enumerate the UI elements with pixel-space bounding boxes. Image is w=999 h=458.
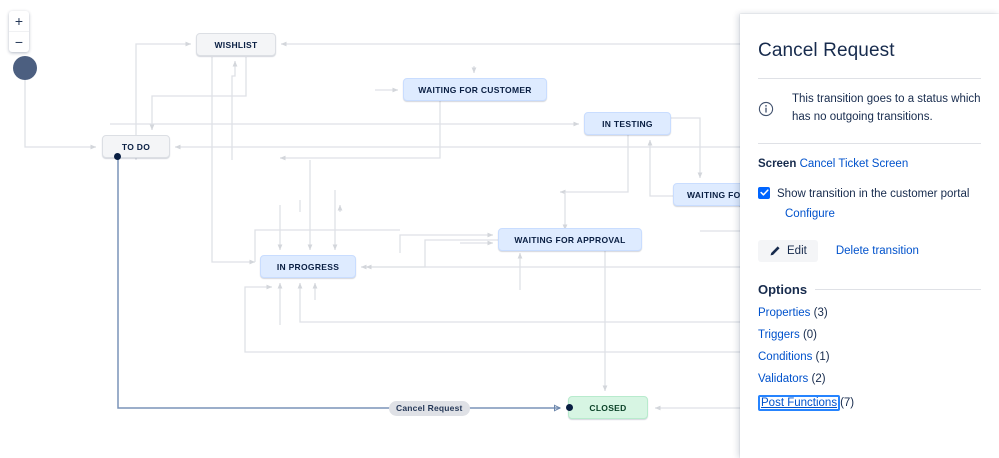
option-count-validators: (2) [811,372,826,385]
show-in-portal-label: Show transition in the customer portal C… [777,184,981,224]
customer-portal-row: Show transition in the customer portal C… [758,184,981,224]
edit-button-label: Edit [787,244,807,257]
node-label: IN PROGRESS [276,261,340,272]
panel-divider-info [758,142,981,144]
info-message-text: This transition goes to a status which h… [792,93,981,123]
transition-details-panel: Cancel Request This transition goes to a… [740,14,999,458]
option-count-properties: (3) [813,306,828,319]
option-properties: Properties (3) [758,307,981,319]
option-post-functions: Post Functions (7) [758,394,981,411]
edit-button[interactable]: Edit [758,239,818,262]
option-validators: Validators (2) [758,373,981,385]
option-link-properties[interactable]: Properties [758,306,811,319]
option-link-conditions[interactable]: Conditions [758,350,813,363]
transition-label-cancel-request[interactable]: Cancel Request [389,401,470,416]
screen-label: Screen [758,157,797,170]
workflow-node-wishlist[interactable]: WISHLIST [196,33,276,56]
transition-actions: Edit Delete transition [758,239,981,262]
node-label: TO DO [121,141,151,152]
workflow-node-in-testing[interactable]: IN TESTING [584,112,671,135]
node-label: WAITING FOR APPROVAL [514,234,626,245]
node-label: WAITING FOR CUSTOMER [418,84,532,95]
option-triggers: Triggers (0) [758,329,981,341]
delete-transition-link[interactable]: Delete transition [835,244,919,257]
workflow-node-closed[interactable]: CLOSED [568,396,648,419]
info-message: This transition goes to a status which h… [758,91,981,127]
option-count-conditions: (1) [815,350,830,363]
screen-link[interactable]: Cancel Ticket Screen [799,157,909,170]
info-icon [758,101,782,117]
workflow-start-node[interactable] [13,56,37,80]
node-label: WISHLIST [214,39,258,50]
option-count-post-functions: (7) [840,396,855,409]
post-functions-focus-ring: Post Functions [758,394,841,411]
show-in-portal-checkbox[interactable] [758,186,770,199]
options-header-label: Options [758,281,808,297]
panel-divider-top [758,78,981,79]
options-header: Options [758,282,981,297]
zoom-out-button[interactable]: − [9,31,29,52]
node-label: IN TESTING [602,118,653,129]
configure-link[interactable]: Configure [785,207,835,220]
screen-row: Screen Cancel Ticket Screen [758,158,981,170]
transition-origin-dot [114,153,121,160]
option-link-validators[interactable]: Validators [758,372,809,385]
zoom-controls[interactable]: + − [9,11,29,52]
panel-title: Cancel Request [758,40,895,61]
node-label: CLOSED [589,402,627,413]
transition-target-dot [566,404,573,411]
options-header-rule [815,288,981,290]
option-link-post-functions[interactable]: Post Functions [761,396,838,409]
option-conditions: Conditions (1) [758,351,981,363]
node-label: WAITING FOR [687,189,747,200]
workflow-node-in-progress[interactable]: IN PROGRESS [260,255,356,278]
option-link-triggers[interactable]: Triggers [758,328,800,341]
workflow-node-waiting-for-customer[interactable]: WAITING FOR CUSTOMER [403,78,547,101]
workflow-node-waiting-for-approval[interactable]: WAITING FOR APPROVAL [498,228,642,251]
option-count-triggers: (0) [802,328,818,341]
pencil-icon [769,245,781,257]
workflow-node-todo[interactable]: TO DO [102,135,170,158]
zoom-in-button[interactable]: + [14,13,24,29]
show-in-portal-text: Show transition in the customer portal [777,187,970,200]
